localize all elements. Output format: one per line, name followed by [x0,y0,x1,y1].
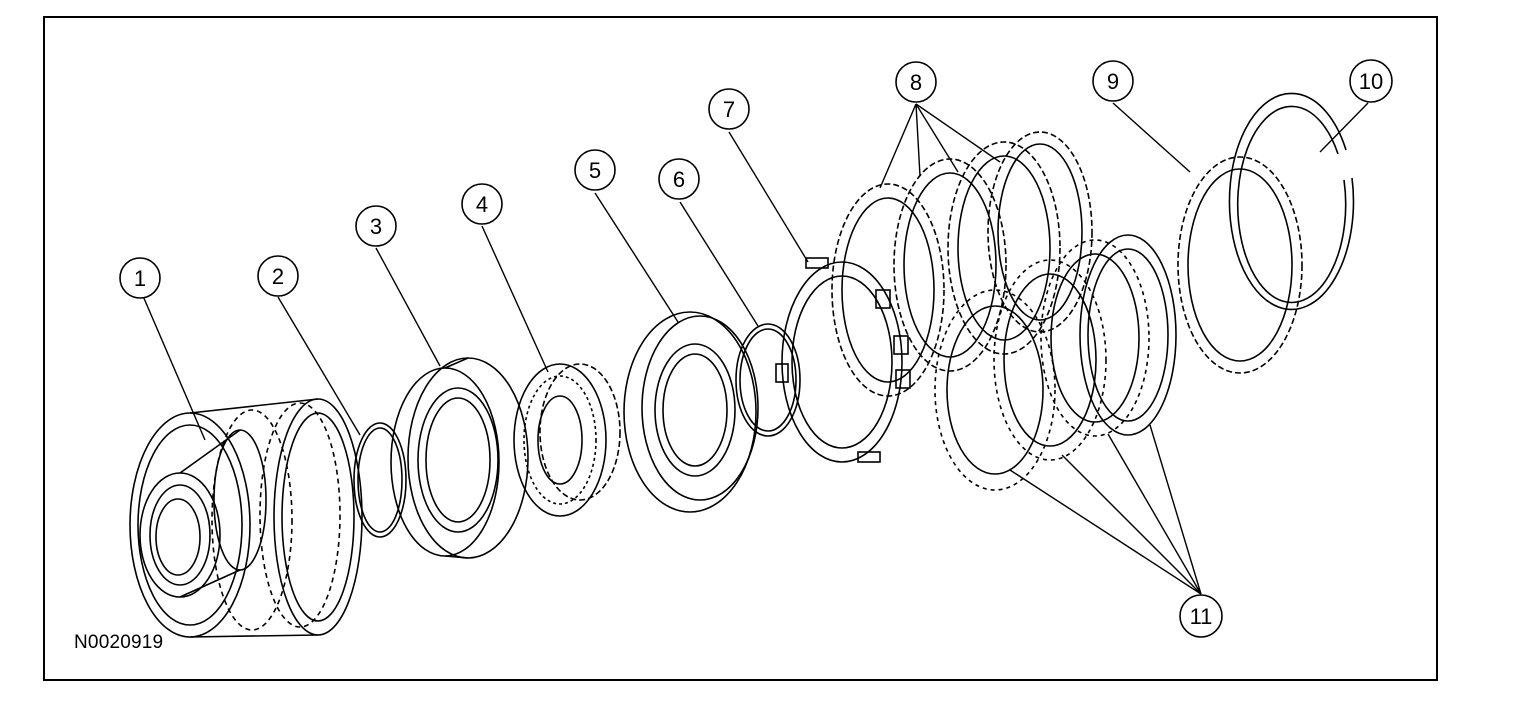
callout-1: 1 [119,257,161,299]
part-1-clutch-hub [129,398,363,638]
diagram-frame [43,16,1438,681]
callout-9: 9 [1092,60,1134,102]
callout-6: 6 [658,158,700,200]
callout-8-label: 8 [910,70,922,95]
callout-6-label: 6 [673,167,685,192]
callout-8: 8 [895,61,937,103]
part-7-pressure-plate [775,257,911,463]
callout-5-label: 5 [589,158,601,183]
part-4-return-spring [513,363,621,517]
callout-9-label: 9 [1107,69,1119,94]
callout-3-label: 3 [370,214,382,239]
callout-2: 2 [257,255,299,297]
part-5-balance-piston [623,311,759,513]
callouts: 1 2 3 4 5 6 7 [119,59,1393,638]
callout-7: 7 [708,88,750,130]
callout-7-label: 7 [723,97,735,122]
callout-1-label: 1 [134,266,146,291]
callout-10: 10 [1349,59,1393,103]
callout-10-label: 10 [1359,69,1383,94]
part-3-piston [390,357,529,559]
part-6-snap-ring [735,323,801,437]
part-9-backing-plate [1177,156,1303,374]
figure-code: N0020919 [74,632,164,653]
part-10-retaining-ring [1228,92,1355,311]
callout-4-label: 4 [476,192,488,217]
callout-4: 4 [461,183,503,225]
part-2-seal-ring [353,422,407,538]
part-8-steel-plates [831,131,1093,397]
callout-2-label: 2 [272,264,284,289]
callout-11: 11 [1179,594,1223,638]
leader-lines [142,102,1369,595]
callout-5: 5 [574,149,616,191]
part-11-friction-plates [934,234,1177,491]
callout-3: 3 [355,205,397,247]
callout-11-label: 11 [1190,604,1213,629]
